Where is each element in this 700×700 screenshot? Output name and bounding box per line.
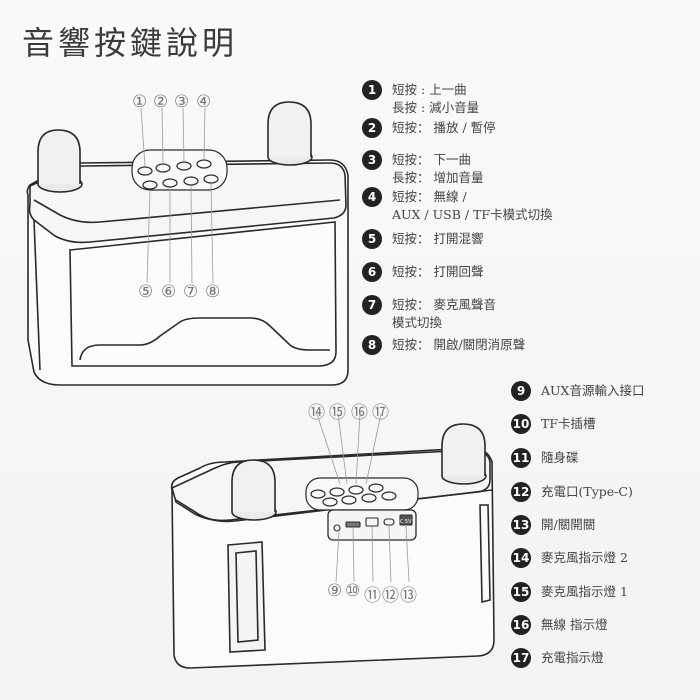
callout-11: ⑪ xyxy=(364,586,381,606)
button-desc-2: 2 短按： 播放 / 暫停 xyxy=(362,118,496,138)
callout-12: ⑫ xyxy=(382,586,399,606)
port-desc-11: 11 隨身碟 xyxy=(511,448,579,468)
page-title: 音響按鍵說明 xyxy=(22,24,239,62)
callout-6: ⑥ xyxy=(161,282,177,302)
port-desc-9: 9 AUX音源輸入接口 xyxy=(511,381,644,401)
callout-2: ② xyxy=(153,92,169,112)
callout-10: ⑩ xyxy=(345,581,361,601)
button-desc-5: 5 短按： 打開混響 xyxy=(362,229,483,249)
port-desc-15: 15 麥克風指示燈 1 xyxy=(511,582,628,602)
number-badge: 13 xyxy=(511,515,531,535)
button-desc-6: 6 短按： 打開回聲 xyxy=(362,262,483,282)
number-badge: 3 xyxy=(362,150,382,170)
number-badge: 5 xyxy=(362,229,382,249)
port-label-dc: DC 5V xyxy=(396,519,412,525)
button-desc-4: 4 短按： 無線 /AUX / USB / TF卡模式切換 xyxy=(362,187,553,224)
number-badge: 1 xyxy=(362,80,382,100)
port-desc-16: 16 無線 指示燈 xyxy=(511,615,607,635)
number-badge: 9 xyxy=(511,381,531,401)
number-badge: 8 xyxy=(362,335,382,355)
callout-9: ⑨ xyxy=(327,581,343,601)
button-desc-3: 3 短按： 下一曲長按： 增加音量 xyxy=(362,150,483,187)
number-badge: 2 xyxy=(362,118,382,138)
port-desc-17: 17 充電指示燈 xyxy=(511,648,604,668)
callout-13: ⑬ xyxy=(400,586,417,606)
callout-17: ⑰ xyxy=(372,403,389,423)
number-badge: 11 xyxy=(511,448,531,468)
number-badge: 16 xyxy=(511,615,531,635)
callout-4: ④ xyxy=(196,92,212,112)
number-badge: 15 xyxy=(511,582,531,602)
number-badge: 6 xyxy=(362,262,382,282)
port-desc-12: 12 充電口(Type-C) xyxy=(511,482,633,502)
callout-14: ⑭ xyxy=(308,403,325,423)
number-badge: 14 xyxy=(511,548,531,568)
number-badge: 10 xyxy=(511,414,531,434)
speaker-top-view xyxy=(26,101,349,386)
callout-16: ⑯ xyxy=(351,403,368,423)
number-badge: 12 xyxy=(511,482,531,502)
number-badge: 7 xyxy=(362,295,382,315)
callout-15: ⑮ xyxy=(329,403,346,423)
port-desc-14: 14 麥克風指示燈 2 xyxy=(511,548,628,568)
number-badge: 4 xyxy=(362,187,382,207)
port-desc-10: 10 TF卡插槽 xyxy=(511,414,596,434)
button-desc-1: 1 短按 : 上一曲長按 : 減小音量 xyxy=(362,80,479,117)
button-desc-8: 8 短按： 開啟/關閉消原聲 xyxy=(362,335,525,355)
port-desc-13: 13 開/關開關 xyxy=(511,515,595,535)
callout-1: ① xyxy=(132,92,148,112)
number-badge: 17 xyxy=(511,648,531,668)
callout-7: ⑦ xyxy=(183,282,199,302)
speaker-rear-view xyxy=(170,413,495,669)
callout-8: ⑧ xyxy=(205,282,221,302)
button-desc-7: 7 短按： 麥克風聲音模式切換 xyxy=(362,295,496,332)
callout-3: ③ xyxy=(174,92,190,112)
callout-5: ⑤ xyxy=(138,282,154,302)
